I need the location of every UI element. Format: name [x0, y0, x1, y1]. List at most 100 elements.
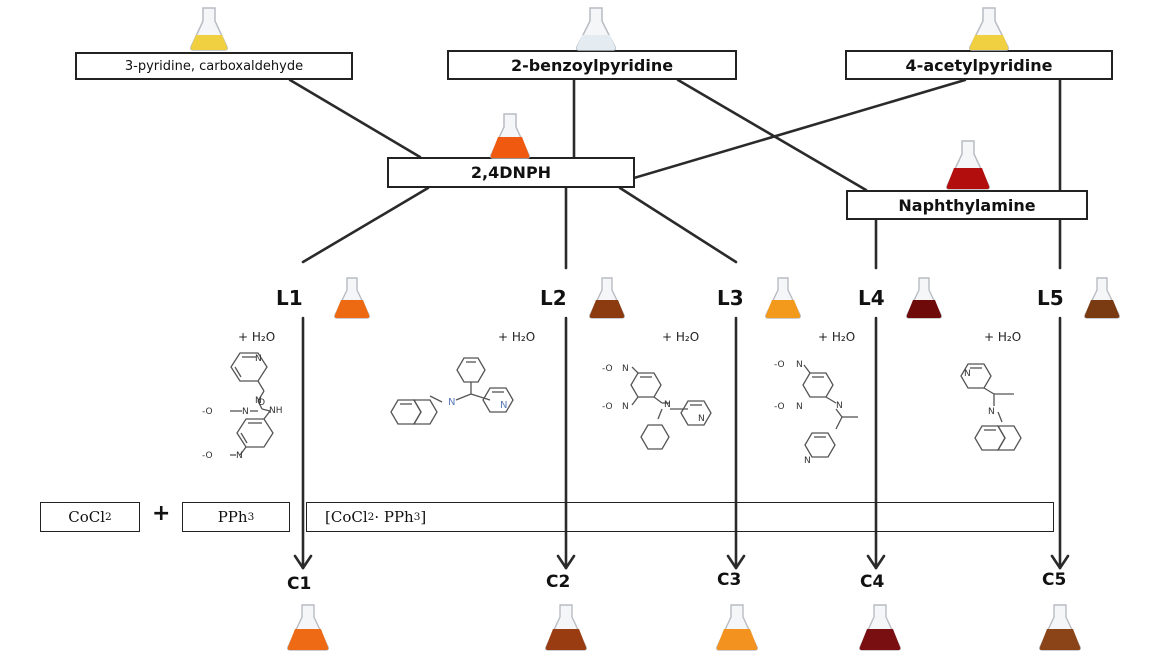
- flask-liquid: [859, 629, 901, 650]
- complex-label-C5: C5: [1042, 570, 1067, 590]
- plus-sign: +: [152, 501, 171, 526]
- cocl2-label: CoCl: [68, 508, 106, 526]
- flask-liquid: [334, 300, 370, 318]
- complex-part-a: [CoCl: [325, 508, 368, 526]
- line-dnph-L3: [618, 186, 738, 264]
- nitro-o-2: O: [258, 398, 265, 408]
- nitro-n-2: N: [622, 402, 629, 412]
- nitro-n-2: N: [796, 402, 803, 412]
- line-r3-dnph: [632, 78, 967, 180]
- nitro-o-1: -O: [202, 407, 213, 417]
- line-dnph-L1: [301, 186, 430, 264]
- arrow-head-C4: [866, 554, 886, 570]
- complex-part-b: · PPh: [374, 508, 414, 526]
- nitro-n-1: N: [622, 364, 629, 374]
- pph3-subscript: 3: [247, 511, 255, 523]
- arrow-head-C1: [293, 554, 313, 570]
- flask-liquid: [287, 629, 329, 650]
- reagent-label: Naphthylamine: [898, 195, 1036, 215]
- flask-liquid: [490, 137, 530, 158]
- flask-3-pyridinecarboxaldehyde: [190, 7, 228, 51]
- structure-L3: -O N -O N N N: [602, 364, 712, 450]
- flask-L4: [906, 277, 942, 319]
- nitro-n-1: N: [242, 407, 249, 417]
- ligand-label-L2: L2: [540, 286, 567, 310]
- line-r2-naph: [676, 78, 868, 192]
- nitro-n-1: N: [796, 360, 803, 370]
- reagent-box-4-acetylpyridine: 4-acetylpyridine: [845, 50, 1113, 80]
- ligand-label-L1: L1: [276, 286, 303, 310]
- water-label-L1: + H₂O: [238, 330, 276, 344]
- water-label-L5: + H₂O: [984, 330, 1022, 344]
- water-label-L2: + H₂O: [498, 330, 536, 344]
- complex-label-C1: C1: [287, 574, 312, 594]
- complex-label-C2: C2: [546, 572, 571, 592]
- flask-L3: [765, 277, 801, 319]
- flask-C4: [859, 604, 901, 651]
- line-r1-dnph: [288, 78, 422, 159]
- flask-L1: [334, 277, 370, 319]
- reagent-label: 4-acetylpyridine: [905, 55, 1053, 75]
- reagent-box-3-pyridinecarboxaldehyde: 3-pyridine, carboxaldehyde: [75, 52, 353, 80]
- nitro-n-2: N: [236, 451, 243, 461]
- flask-liquid: [969, 35, 1009, 50]
- flask-liquid: [946, 168, 990, 189]
- arrow-head-C5: [1050, 554, 1070, 570]
- pyridine-n: N: [964, 369, 971, 379]
- flask-4-acetylpyridine: [969, 7, 1009, 51]
- ligand-label-L5: L5: [1037, 286, 1064, 310]
- nitro-o-2: -O: [774, 402, 785, 412]
- reagent-box-naphthylamine: Naphthylamine: [846, 190, 1088, 220]
- complex-part-c: ]: [420, 508, 427, 526]
- flask-liquid: [1084, 300, 1120, 318]
- imine-n: N: [836, 401, 843, 411]
- arrow-head-C2: [556, 554, 576, 570]
- structure-L5: N N: [960, 363, 1022, 451]
- pyridine-n: N: [255, 354, 262, 364]
- pyridine-n: N: [500, 400, 507, 411]
- flask-liquid: [589, 300, 625, 318]
- imine-n: N: [988, 407, 995, 417]
- flask-liquid: [576, 35, 616, 50]
- reagent-label: 2,4DNPH: [470, 163, 552, 182]
- complex-label-C3: C3: [717, 570, 742, 590]
- flask-C1: [287, 604, 329, 651]
- pyridine-n: N: [804, 456, 811, 466]
- water-label-L4: + H₂O: [818, 330, 856, 344]
- reagent-box-dnph: 2,4DNPH: [387, 157, 635, 188]
- flask-liquid: [716, 629, 758, 650]
- imine-n: N: [448, 397, 455, 408]
- structure-L4: -O N -O N N N: [774, 360, 858, 466]
- imine-n: N: [255, 396, 262, 406]
- nh-group: NH: [269, 406, 283, 416]
- structure-L1: N N NH -O N O -O N: [202, 352, 283, 461]
- reagent-label: 3-pyridine, carboxaldehyde: [124, 58, 304, 74]
- flask-liquid: [190, 35, 228, 50]
- flask-naphthylamine: [946, 140, 990, 190]
- complex-sub-1: 2: [367, 511, 375, 523]
- ligand-label-L3: L3: [717, 286, 744, 310]
- nitro-o-1: -O: [602, 364, 613, 374]
- flask-L2: [589, 277, 625, 319]
- nitro-o-2: -O: [602, 402, 613, 412]
- flask-L5: [1084, 277, 1120, 319]
- flask-liquid: [906, 300, 942, 318]
- reagent-box-2-benzoylpyridine: 2-benzoylpyridine: [447, 50, 737, 80]
- ligand-label-L4: L4: [858, 286, 885, 310]
- flask-C2: [545, 604, 587, 651]
- imine-n: N: [664, 400, 671, 410]
- complex-label-C4: C4: [860, 572, 885, 592]
- pph3-label: PPh: [217, 508, 248, 526]
- flask-C5: [1039, 604, 1081, 651]
- nitro-o-1: -O: [774, 360, 785, 370]
- nitro-o-3: -O: [202, 451, 213, 461]
- flask-2-benzoylpyridine: [576, 7, 616, 51]
- flask-liquid: [545, 629, 587, 650]
- flask-dnph: [490, 113, 530, 159]
- flask-C3: [716, 604, 758, 651]
